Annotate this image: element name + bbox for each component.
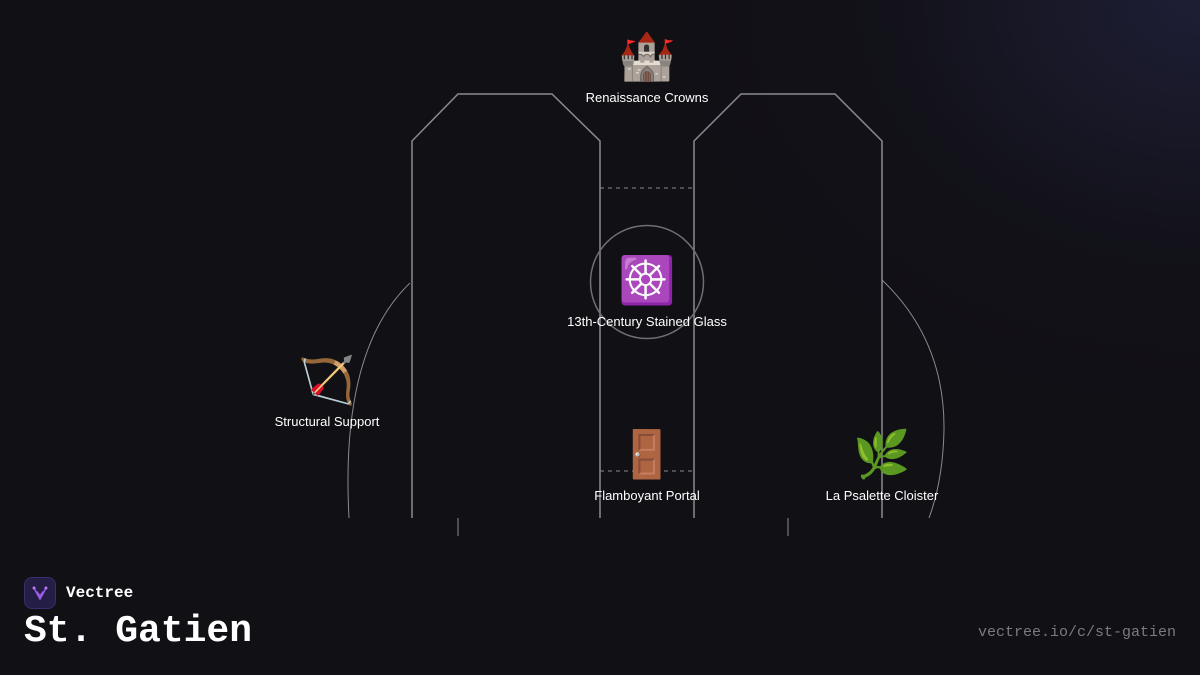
vectree-logo-icon xyxy=(24,577,56,609)
herb-icon: 🌿 xyxy=(853,428,911,480)
node-structural-support[interactable]: 🏹 Structural Support xyxy=(227,354,427,429)
node-label: Structural Support xyxy=(274,414,380,429)
node-label: Renaissance Crowns xyxy=(585,90,709,105)
node-stained-glass[interactable]: ☸️ 13th-Century Stained Glass xyxy=(547,254,747,329)
bow-and-arrow-icon: 🏹 xyxy=(298,354,356,406)
brand-name: Vectree xyxy=(66,584,134,602)
castle-icon: 🏰 xyxy=(618,30,676,82)
right-arc xyxy=(881,279,945,519)
left-tower-outline xyxy=(411,93,601,518)
node-la-psalette-cloister[interactable]: 🌿 La Psalette Cloister xyxy=(782,428,982,503)
brand[interactable]: Vectree xyxy=(24,577,133,609)
door-icon: 🚪 xyxy=(618,428,676,480)
rose-window-circle xyxy=(589,224,705,340)
right-tower-outline xyxy=(693,93,883,518)
page-title: St. Gatien xyxy=(24,610,253,653)
node-flamboyant-portal[interactable]: 🚪 Flamboyant Portal xyxy=(547,428,747,503)
wheel-icon: ☸️ xyxy=(618,254,676,306)
left-arc xyxy=(347,282,411,519)
page-url[interactable]: vectree.io/c/st-gatien xyxy=(977,624,1176,641)
node-renaissance-crowns[interactable]: 🏰 Renaissance Crowns xyxy=(547,30,747,105)
node-label: La Psalette Cloister xyxy=(825,488,939,503)
node-label: Flamboyant Portal xyxy=(594,488,700,503)
node-label: 13th-Century Stained Glass xyxy=(567,314,727,329)
